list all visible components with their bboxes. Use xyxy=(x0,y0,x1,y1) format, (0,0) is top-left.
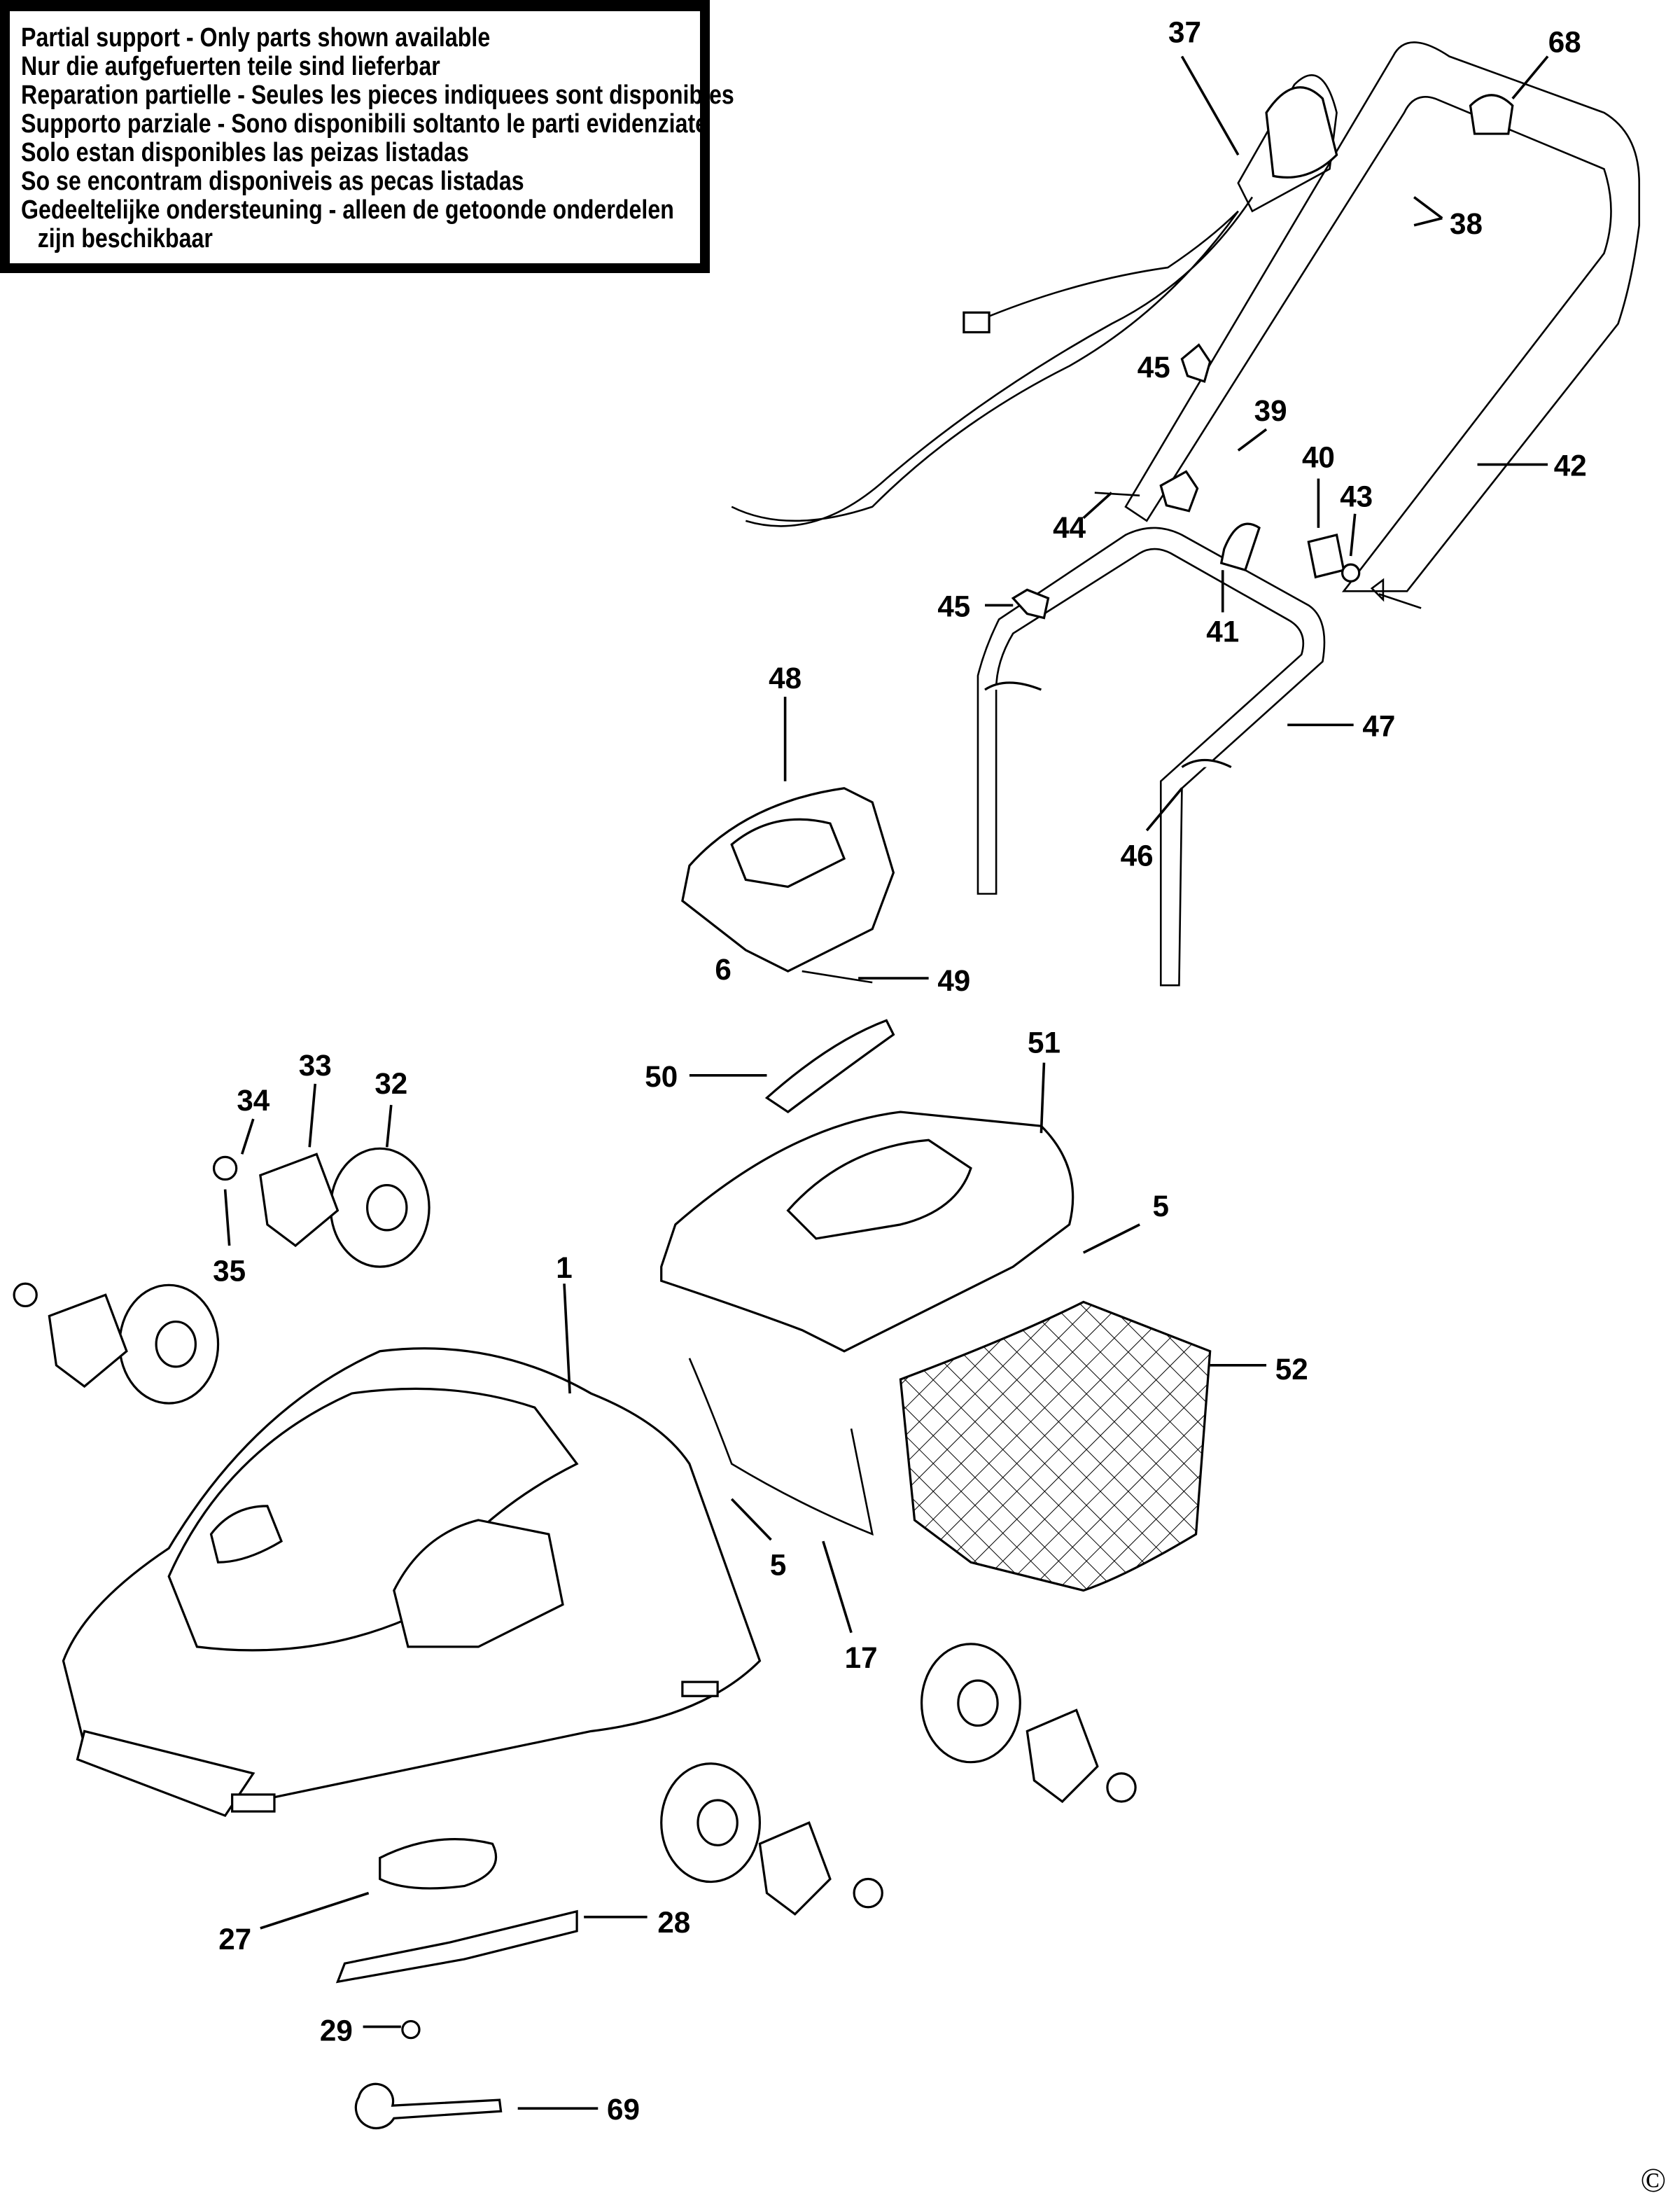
grass-bag-drawing xyxy=(899,1300,1212,1592)
part-label-37: 37 xyxy=(1168,15,1201,48)
lower-handle-drawing xyxy=(976,343,1422,987)
notice-line-es: Solo estan disponibles las peizas listad… xyxy=(21,138,469,167)
part-label-45b: 45 xyxy=(937,590,970,623)
mower-deck-drawing xyxy=(62,1347,762,1818)
part-label-27: 27 xyxy=(218,1923,251,1956)
notice-line-nl: Gedeeltelijke ondersteuning - alleen de … xyxy=(21,195,674,225)
notice-line-it: Supporto parziale - Sono disponibili sol… xyxy=(21,109,708,139)
bail-bar-drawing xyxy=(688,1358,874,1536)
part-label-52: 52 xyxy=(1275,1353,1308,1386)
part-label-28: 28 xyxy=(657,1906,690,1939)
part-label-38: 38 xyxy=(1450,207,1483,240)
part-label-49: 49 xyxy=(937,964,970,997)
part-label-29: 29 xyxy=(320,2014,353,2047)
part-label-32: 32 xyxy=(374,1067,407,1100)
part-label-34: 34 xyxy=(237,1084,270,1117)
part-labels: 37 68 38 45 39 40 42 43 44 45 41 48 47 4… xyxy=(213,15,1666,2199)
part-label-39: 39 xyxy=(1254,394,1287,427)
part-label-1: 1 xyxy=(556,1251,572,1284)
part-label-42: 42 xyxy=(1554,450,1587,482)
part-label-5: 5 xyxy=(1153,1190,1169,1223)
upper-handle-drawing xyxy=(731,41,1641,592)
notice-line-en: Partial support - Only parts shown avail… xyxy=(21,23,491,53)
part-label-44: 44 xyxy=(1053,511,1086,544)
part-label-45: 45 xyxy=(1138,351,1170,384)
part-label-48: 48 xyxy=(769,662,802,695)
part-label-5b: 5 xyxy=(770,1548,786,1581)
notice-line-fr: Reparation partielle - Seules les pieces… xyxy=(21,81,734,110)
part-label-43: 43 xyxy=(1340,480,1373,513)
notice-line-pt: So se encontram disponiveis as pecas lis… xyxy=(21,167,524,196)
part-label-69: 69 xyxy=(607,2093,640,2126)
part-label-6: 6 xyxy=(715,953,731,986)
notice-line-nl-cont: zijn beschikbaar xyxy=(37,224,213,253)
part-label-17: 17 xyxy=(845,1641,878,1674)
blade-assembly-drawing xyxy=(335,1838,578,2130)
grassbox-cover-drawing xyxy=(660,787,1074,1353)
part-label-51: 51 xyxy=(1028,1026,1060,1059)
notice-line-de: Nur die aufgefuerten teile sind lieferba… xyxy=(21,52,440,81)
part-label-47: 47 xyxy=(1362,709,1395,742)
part-label-50: 50 xyxy=(645,1060,678,1093)
part-label-46: 46 xyxy=(1121,839,1154,872)
part-label-68: 68 xyxy=(1548,25,1581,58)
part-label-33: 33 xyxy=(299,1049,332,1082)
leader-lines xyxy=(223,55,1549,2110)
copyright-mark: © xyxy=(1640,2162,1666,2199)
part-label-35: 35 xyxy=(213,1254,246,1287)
partial-support-notice: Partial support - Only parts shown avail… xyxy=(0,0,734,273)
part-label-40: 40 xyxy=(1302,440,1335,473)
wheels-drawing xyxy=(13,1147,1137,1916)
part-label-41: 41 xyxy=(1206,615,1239,648)
